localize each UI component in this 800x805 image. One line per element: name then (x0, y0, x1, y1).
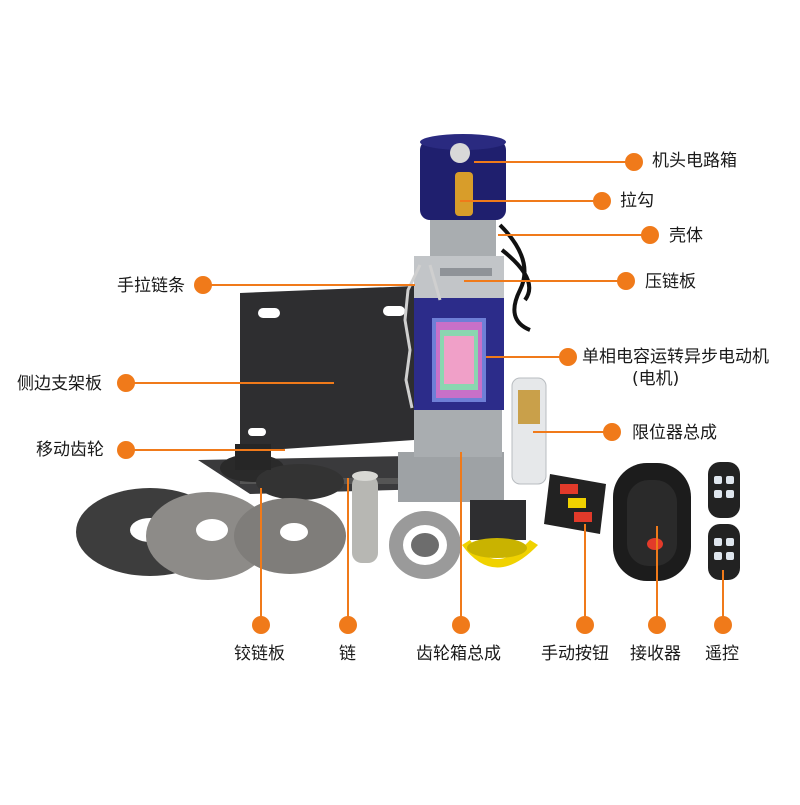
label-circuit-box: 机头电路箱 (652, 151, 737, 171)
circuit-box-cap (420, 134, 506, 220)
orange-dot-icon (617, 272, 635, 290)
orange-dot-icon (576, 616, 594, 634)
label-receiver: 接收器 (630, 644, 681, 664)
orange-dot-icon (625, 153, 643, 171)
shaft-and-bearing (352, 471, 461, 579)
brand-badge-icon (450, 143, 470, 163)
sprocket-gears (220, 444, 344, 500)
orange-dot-icon (714, 616, 732, 634)
motor-upper-housing (414, 215, 504, 298)
gearbox-base (398, 452, 538, 568)
label-motor-line1: 单相电容运转异步电动机 (582, 347, 769, 367)
label-housing: 壳体 (669, 226, 703, 246)
orange-dot-icon (593, 192, 611, 210)
label-manual-button: 手动按钮 (541, 644, 609, 664)
orange-dot-icon (339, 616, 357, 634)
orange-dot-icon (194, 276, 212, 294)
orange-dot-icon (559, 348, 577, 366)
side-bracket-plate (240, 286, 414, 452)
hinge-discs (76, 488, 346, 580)
label-chain: 链 (339, 644, 356, 664)
orange-dot-icon (648, 616, 666, 634)
orange-dot-icon (252, 616, 270, 634)
orange-dot-icon (452, 616, 470, 634)
motor-lower-housing (414, 405, 502, 457)
pull-hook-part (455, 172, 473, 216)
orange-dot-icon (117, 374, 135, 392)
cable (498, 223, 532, 332)
label-pull-hook: 拉勾 (620, 191, 654, 211)
label-hinge-plate: 铰链板 (234, 644, 285, 664)
orange-dot-icon (641, 226, 659, 244)
receiver-part (613, 463, 691, 581)
label-side-bracket: 侧边支架板 (17, 374, 102, 394)
remote-part (708, 462, 740, 580)
label-hand-chain: 手拉链条 (117, 276, 185, 296)
motor-body (414, 298, 504, 410)
callout-dots (117, 153, 732, 634)
orange-dot-icon (603, 423, 621, 441)
limit-switch-part (511, 377, 547, 485)
label-remote: 遥控 (705, 644, 739, 664)
label-gearbox: 齿轮箱总成 (416, 644, 501, 664)
label-limit-switch: 限位器总成 (632, 423, 717, 443)
orange-dot-icon (117, 441, 135, 459)
label-moving-gear: 移动齿轮 (36, 440, 104, 460)
manual-button-part (544, 474, 606, 534)
label-chain-press-plate: 压链板 (645, 272, 696, 292)
callout-lines (126, 161, 724, 625)
label-motor-line2: (电机) (632, 369, 680, 389)
